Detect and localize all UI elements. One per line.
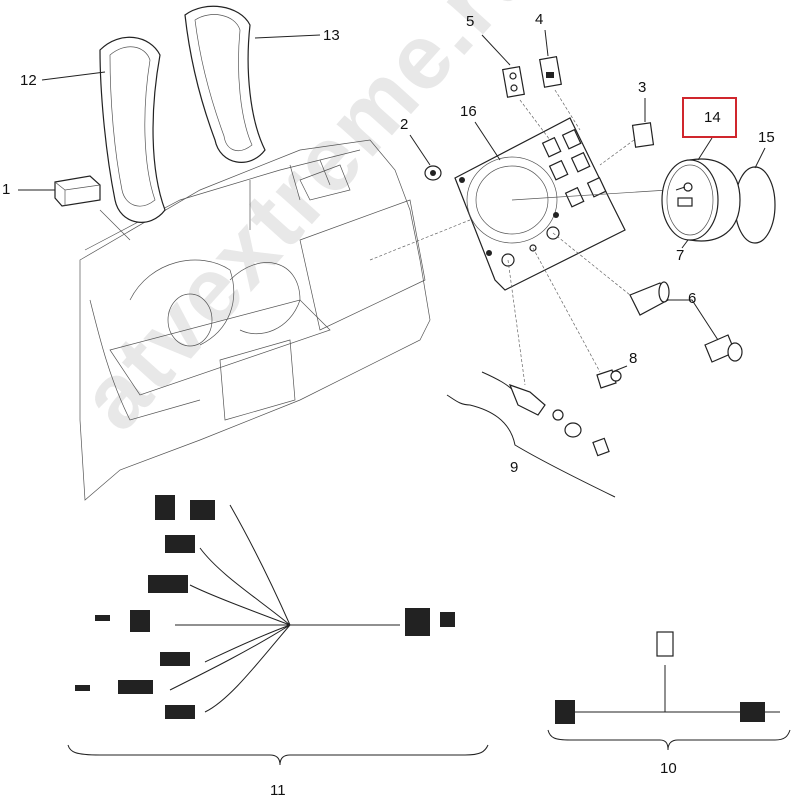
part-1-connector	[18, 175, 131, 241]
callout-11[interactable]: 11	[270, 782, 286, 799]
callout-1[interactable]: 1	[2, 181, 11, 198]
part-8-bulb	[532, 247, 628, 389]
callout-8[interactable]: 8	[629, 350, 638, 367]
part-4-switch	[538, 29, 581, 131]
callout-10[interactable]: 10	[660, 760, 677, 777]
part-16-panel	[454, 117, 669, 291]
part-5-switch	[481, 34, 551, 141]
callout-9[interactable]: 9	[510, 459, 519, 476]
part-12-pad	[41, 36, 166, 223]
part-6-socket	[552, 232, 743, 363]
callout-13[interactable]: 13	[323, 27, 340, 44]
callout-4[interactable]: 4	[535, 11, 544, 28]
callout-15[interactable]: 15	[758, 129, 775, 146]
callout-14[interactable]: 14	[704, 109, 721, 126]
highlight-box-14	[682, 97, 737, 138]
callout-6[interactable]: 6	[688, 290, 697, 307]
callout-7[interactable]: 7	[676, 247, 685, 264]
callout-2[interactable]: 2	[400, 116, 409, 133]
part-10-harness	[547, 631, 791, 751]
part-3-seal	[599, 98, 655, 166]
dashboard-outline	[79, 139, 471, 501]
part-14-gauge	[661, 137, 776, 249]
callout-5[interactable]: 5	[466, 13, 475, 30]
part-2-nut	[409, 134, 442, 181]
part-13-pad	[184, 5, 321, 163]
part-11-harness	[67, 495, 489, 766]
callout-12[interactable]: 12	[20, 72, 37, 89]
part-9-ignition	[446, 259, 616, 498]
callout-16[interactable]: 16	[460, 103, 477, 120]
callout-3[interactable]: 3	[638, 79, 647, 96]
